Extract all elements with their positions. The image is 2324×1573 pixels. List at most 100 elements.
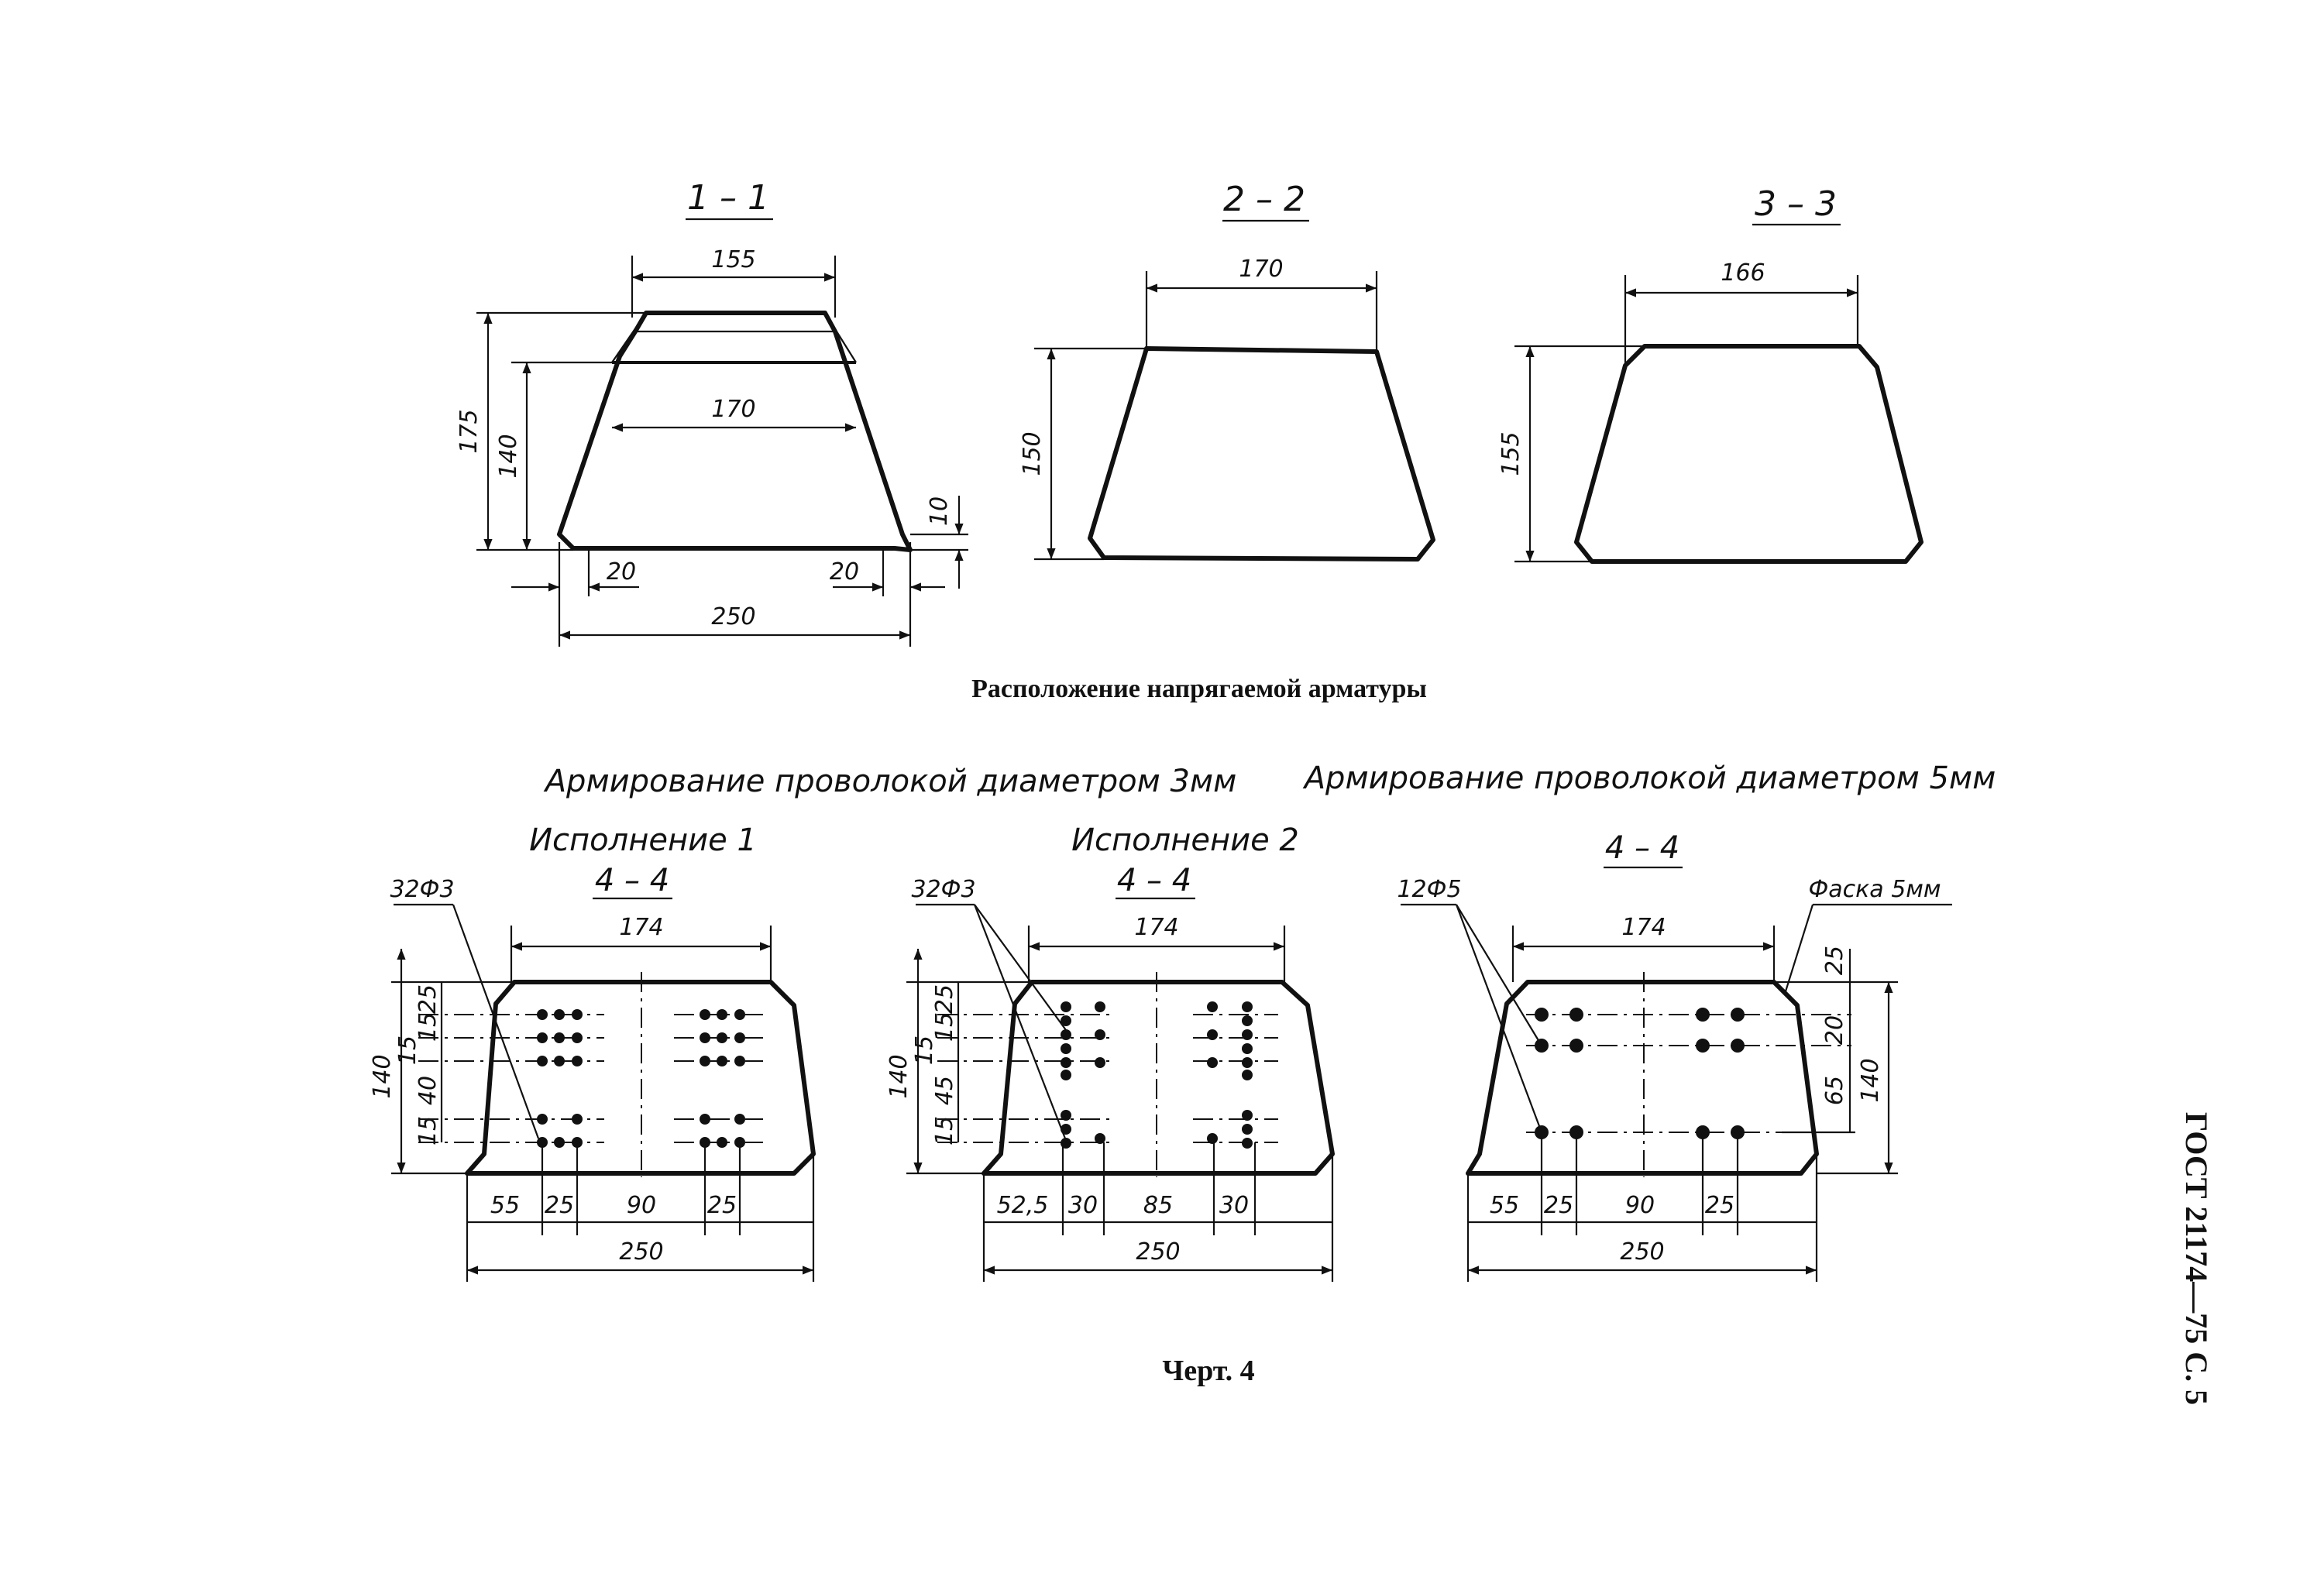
variant-2-section: Исполнение 2 4 – 4 32Ф3 174 140 25 15 15 [885, 823, 1335, 1282]
wire [1242, 1070, 1253, 1080]
wire [700, 1009, 710, 1020]
wire [1061, 1015, 1071, 1026]
wire [734, 1137, 745, 1148]
variant-1-callout: 32Ф3 [390, 876, 454, 903]
v3-dim-bottom-1: 25 [1544, 1192, 1573, 1219]
wire [572, 1032, 583, 1043]
wire [1696, 1039, 1710, 1053]
wire [1569, 1125, 1583, 1139]
variant-2-label: Исполнение 2 [1071, 823, 1299, 858]
document-side-label: ГОСТ 21174—75 С. 5 [2179, 1112, 2214, 1405]
wire [734, 1114, 745, 1125]
v1-dim-total: 250 [619, 1238, 663, 1266]
dim-2-2-height: 150 [1019, 431, 1046, 476]
variant-3-callout: 12Ф5 [1397, 876, 1461, 903]
chamfer-note: Фаска 5мм [1808, 876, 1941, 903]
wire [1242, 1001, 1253, 1012]
v1-dim-top-width: 174 [619, 914, 663, 941]
v3-dim-right-0: 25 [1821, 946, 1848, 975]
section-1-1-outline [557, 311, 913, 552]
v3-dim-top-width: 174 [1621, 914, 1666, 941]
wire [1207, 1133, 1218, 1144]
wire [1095, 1057, 1105, 1068]
wire [734, 1032, 745, 1043]
v2-dim-height: 140 [885, 1054, 913, 1098]
wire [1569, 1008, 1583, 1022]
section-3-3: 3 – 3 166 155 [1497, 184, 1923, 564]
wire [1535, 1008, 1549, 1022]
wire [572, 1056, 583, 1066]
v2-dim-v-2: 15 [911, 1036, 938, 1065]
subheading-wire-5mm: Армирование проволокой диаметром 5мм [1302, 761, 1996, 796]
wire [1242, 1138, 1253, 1149]
v3-dim-bottom-2: 90 [1625, 1192, 1655, 1219]
wire [1731, 1008, 1745, 1022]
variant-1-title: 4 – 4 [595, 863, 669, 898]
wire [554, 1056, 565, 1066]
wire [1242, 1124, 1253, 1135]
wire [572, 1137, 583, 1148]
variant-1-section: Исполнение 1 4 – 4 32Ф3 174 140 25 15 15 [369, 823, 816, 1282]
wire [537, 1137, 548, 1148]
wire [572, 1009, 583, 1020]
wire [537, 1009, 548, 1020]
variant-3-title: 4 – 4 [1605, 830, 1679, 866]
dim-1-1-chamfer-right: 20 [830, 558, 859, 586]
dim-1-1-mid-width: 170 [711, 396, 755, 423]
v2-dim-bottom-1: 30 [1068, 1192, 1098, 1219]
section-3-3-outline [1574, 344, 1923, 564]
dim-2-2-top-width: 170 [1239, 256, 1283, 283]
v2-dim-bottom-3: 30 [1219, 1192, 1249, 1219]
dim-1-1-bottom-width: 250 [711, 603, 755, 630]
v3-dim-bottom-0: 55 [1490, 1192, 1519, 1219]
section-2-2: 2 – 2 170 150 [1019, 180, 1435, 562]
section-2-2-outline [1088, 346, 1435, 562]
variant-1-outline [465, 980, 816, 1176]
wire [1061, 1138, 1071, 1149]
v1-dim-v-4: 15 [414, 1116, 442, 1145]
wire [1535, 1039, 1549, 1053]
v3-dim-right-1: 20 [1821, 1015, 1848, 1045]
v2-dim-v-0: 25 [931, 984, 958, 1014]
v2-dim-bottom-2: 85 [1143, 1192, 1173, 1219]
v1-dim-v-1: 15 [414, 1012, 442, 1042]
wire [1535, 1125, 1549, 1139]
wire [1731, 1039, 1745, 1053]
variant-2-title: 4 – 4 [1117, 863, 1191, 898]
reinforcement-heading: Расположение напрягаемой арматуры [971, 675, 1427, 703]
wire [1242, 1015, 1253, 1026]
v1-dim-v-3: 40 [414, 1076, 442, 1105]
wire [734, 1009, 745, 1020]
wire [1207, 1001, 1218, 1012]
wire [700, 1032, 710, 1043]
variant-1-label: Исполнение 1 [529, 823, 757, 858]
v1-dim-v-0: 25 [414, 984, 442, 1014]
wire [1061, 1029, 1071, 1040]
dim-1-1-top-width: 155 [711, 246, 755, 273]
v2-dim-v-3: 45 [931, 1076, 958, 1105]
section-1-1: 1 – 1 155 170 175 140 10 [456, 178, 968, 647]
v1-dim-bottom-0: 55 [490, 1192, 520, 1219]
wire [1061, 1070, 1071, 1080]
wire [717, 1056, 727, 1066]
wire [1061, 1057, 1071, 1068]
wire [554, 1009, 565, 1020]
v3-dim-right-2: 65 [1821, 1076, 1848, 1105]
v2-dim-v-4: 15 [931, 1116, 958, 1145]
section-3-3-title: 3 – 3 [1755, 184, 1837, 224]
wire [1242, 1043, 1253, 1054]
wire [1696, 1125, 1710, 1139]
v1-dim-bottom-1: 25 [545, 1192, 574, 1219]
wire [717, 1032, 727, 1043]
wire [700, 1137, 710, 1148]
wire [1207, 1057, 1218, 1068]
wire [554, 1032, 565, 1043]
wire [1095, 1133, 1105, 1144]
wire [537, 1056, 548, 1066]
variant-3-outline [1466, 980, 1819, 1176]
v1-dim-height: 140 [369, 1054, 396, 1098]
variant-3-section: 4 – 4 12Ф5 Фаска 5мм 174 140 25 20 65 [1397, 830, 1952, 1282]
v2-dim-total: 250 [1136, 1238, 1180, 1266]
v1-dim-v-2: 15 [394, 1036, 421, 1065]
variant-2-callout: 32Ф3 [911, 876, 975, 903]
